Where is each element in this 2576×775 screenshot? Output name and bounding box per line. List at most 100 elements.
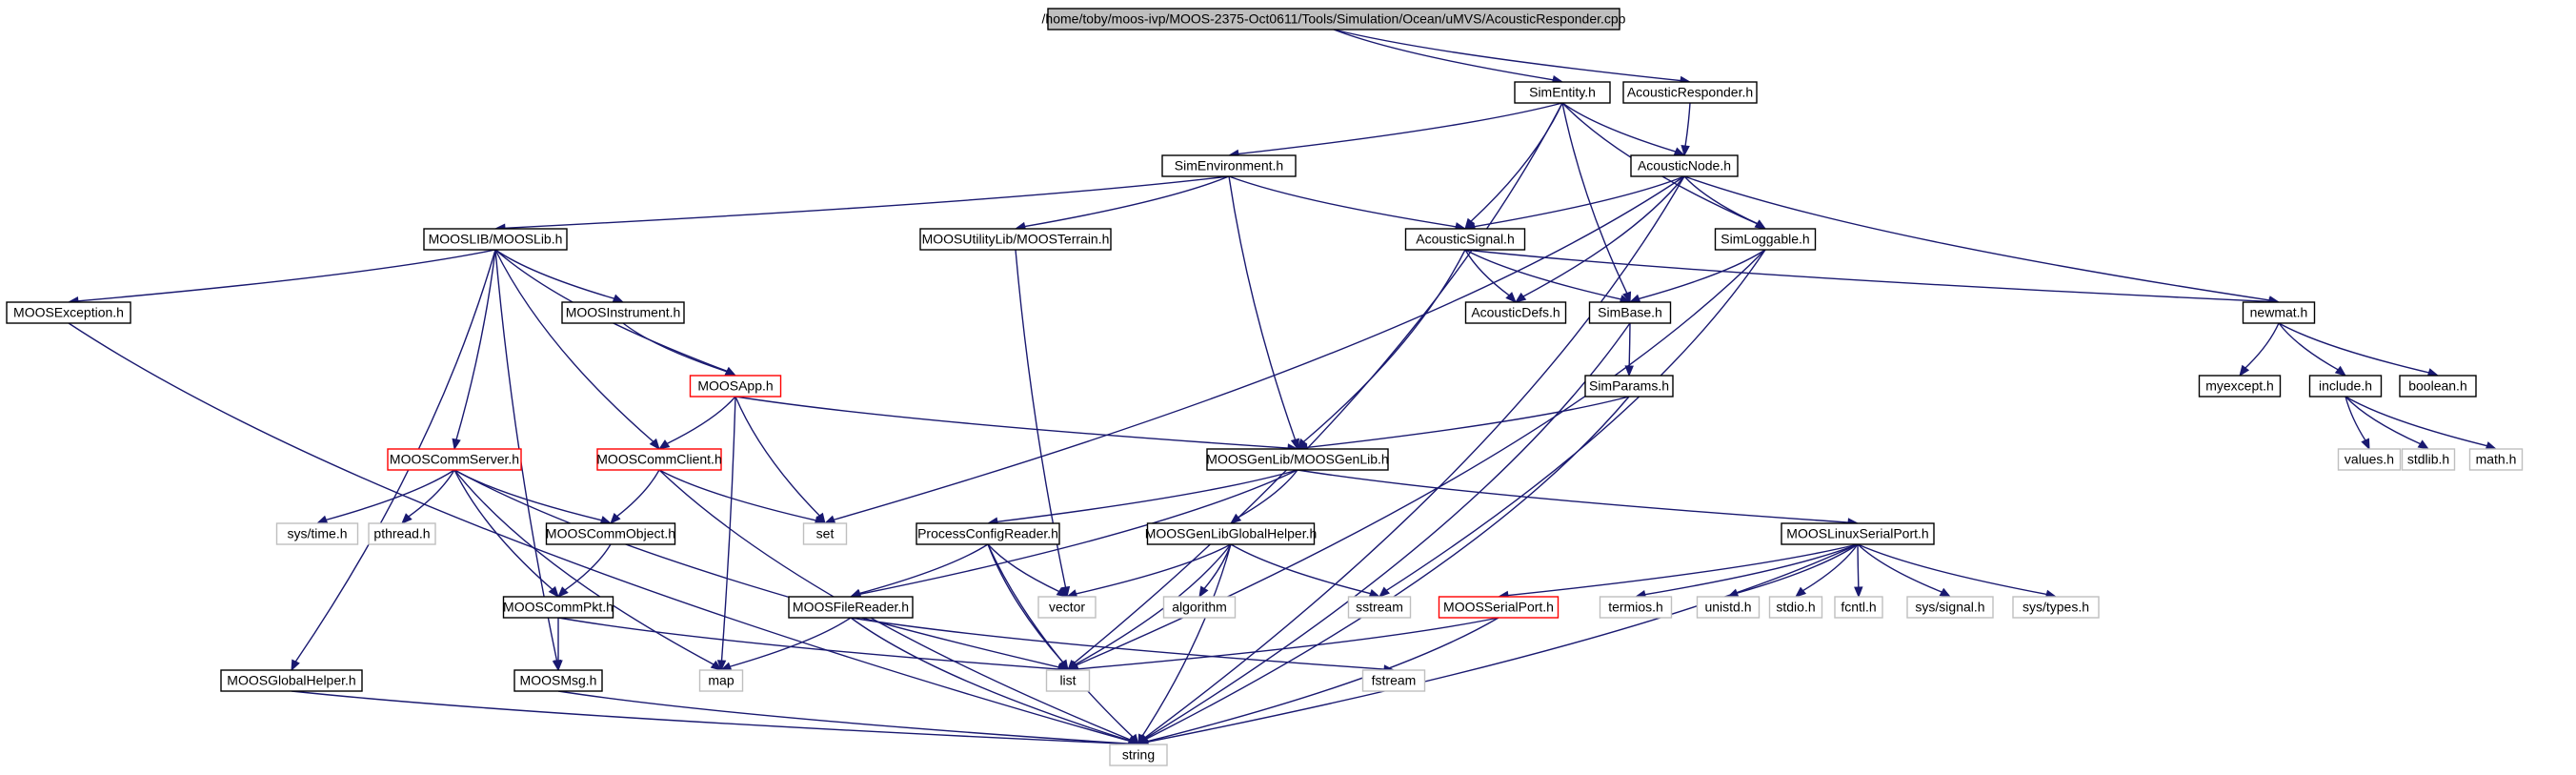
node-myexcept[interactable]: myexcept.h	[2198, 375, 2282, 398]
arrowhead	[1794, 586, 1807, 598]
edge-MOOSFileReader-to-map	[719, 617, 852, 671]
edge-newmat-to-boolean	[2278, 322, 2440, 377]
node-box	[2242, 301, 2316, 324]
edge-MOOSLinuxSerialPort-to-systypes	[1857, 543, 2058, 599]
node-simloggable[interactable]: SimLoggable.h	[1714, 228, 1817, 251]
edge-SimBase-to-SimParams	[1624, 322, 1634, 377]
node-label: set	[816, 526, 835, 541]
arrowhead	[823, 515, 836, 524]
node-moosinstrument[interactable]: MOOSInstrument.h	[561, 301, 685, 324]
node-acousticsignal[interactable]: AcousticSignal.h	[1404, 228, 1526, 251]
node-mooslib[interactable]: MOOSLIB/MOOSLib.h	[423, 228, 568, 251]
node-newmat[interactable]: newmat.h	[2242, 301, 2316, 324]
node-box	[1781, 522, 1935, 545]
arrowhead	[1680, 145, 1690, 157]
node-moosserialport[interactable]: MOOSSerialPort.h	[1438, 596, 1560, 619]
edge-line	[2345, 396, 2366, 441]
node-label: termios.h	[1608, 600, 1663, 615]
node-list: list	[1045, 669, 1091, 692]
node-box	[275, 522, 359, 545]
node-mooscommserver[interactable]: MOOSCommServer.h	[387, 448, 522, 471]
node-box	[368, 522, 436, 545]
node-box	[513, 669, 603, 692]
node-label: MOOSLIB/MOOSLib.h	[429, 232, 563, 247]
arrowhead	[548, 585, 559, 599]
node-moosglobalhelper[interactable]: MOOSGlobalHelper.h	[220, 669, 363, 692]
node-simenvironment[interactable]: SimEnvironment.h	[1161, 154, 1297, 177]
edge-line	[1306, 396, 1630, 449]
edge-line	[1684, 102, 1691, 147]
node-box	[1404, 228, 1526, 251]
node-acousticdefs[interactable]: AcousticDefs.h	[1464, 301, 1567, 324]
edge-line	[453, 469, 714, 665]
edge-MOOSApp-to-set	[735, 396, 826, 525]
node-acousticnode[interactable]: AcousticNode.h	[1630, 154, 1739, 177]
arrowhead	[710, 660, 723, 671]
node-box	[2337, 448, 2402, 471]
node-label: boolean.h	[2408, 378, 2467, 394]
node-mooslinuxserialport[interactable]: MOOSLinuxSerialPort.h	[1781, 522, 1935, 545]
node-label: vector	[1049, 600, 1085, 615]
edge-AcousticNode-to-AcousticDefs	[1514, 175, 1685, 303]
edge-line	[1141, 543, 1232, 737]
node-moosmsg[interactable]: MOOSMsg.h	[513, 669, 603, 692]
edge-line	[1077, 617, 1499, 670]
arrowhead	[2361, 438, 2370, 451]
edge-line	[1333, 29, 1681, 82]
edge-line	[1683, 175, 2270, 301]
edge-include-to-values	[2345, 396, 2370, 451]
edge-SimEnvironment-to-MOOSTerrain	[1014, 175, 1230, 232]
arrowhead	[315, 515, 329, 524]
node-include[interactable]: include.h	[2308, 375, 2383, 398]
node-label: /home/toby/moos-ivp/MOOS-2375-Oct0611/To…	[1042, 11, 1626, 27]
edge-line	[1857, 543, 2047, 596]
node-root[interactable]: /home/toby/moos-ivp/MOOS-2375-Oct0611/To…	[1042, 8, 1626, 31]
edge-MOOSGenLibGlobalHelper-to-sstream	[1230, 543, 1381, 598]
node-fcntl: fcntl.h	[1834, 596, 1883, 619]
edge-line	[850, 617, 1131, 742]
edge-line	[616, 469, 660, 518]
arrowhead	[1229, 513, 1242, 524]
node-label: SimEnvironment.h	[1175, 158, 1283, 173]
node-processconfigreader[interactable]: ProcessConfigReader.h	[916, 522, 1060, 545]
node-label: MOOSInstrument.h	[566, 305, 681, 320]
node-moosgenlib[interactable]: MOOSGenLib/MOOSGenLib.h	[1206, 448, 1389, 471]
node-box	[2468, 448, 2524, 471]
node-moosfilereader[interactable]: MOOSFileReader.h	[788, 596, 914, 619]
node-box	[1696, 596, 1761, 619]
node-box	[1588, 301, 1672, 324]
node-unistd: unistd.h	[1696, 596, 1761, 619]
node-label: SimParams.h	[1589, 378, 1669, 394]
edge-SimEntity-to-SimBase	[1561, 102, 1632, 304]
edge-line	[1147, 543, 1859, 744]
node-simentity[interactable]: SimEntity.h	[1514, 81, 1611, 104]
edge-line	[2244, 322, 2280, 369]
node-moosterrain[interactable]: MOOSUtilityLib/MOOSTerrain.h	[919, 228, 1112, 251]
arrowhead	[2417, 439, 2430, 450]
edge-line	[494, 249, 614, 299]
node-label: MOOSGenLib/MOOSGenLib.h	[1206, 452, 1388, 467]
node-map: map	[698, 669, 744, 692]
node-moosapp[interactable]: MOOSApp.h	[689, 375, 782, 398]
node-mooscommclient[interactable]: MOOSCommClient.h	[596, 448, 722, 471]
edge-SimLoggable-to-sstream	[1378, 249, 1766, 598]
node-simbase[interactable]: SimBase.h	[1588, 301, 1672, 324]
arrowhead	[2334, 365, 2347, 377]
node-acousticresponder[interactable]: AcousticResponder.h	[1622, 81, 1758, 104]
node-box	[802, 522, 848, 545]
node-mooscommobject[interactable]: MOOSCommObject.h	[545, 522, 676, 545]
node-box	[6, 301, 131, 324]
node-algorithm: algorithm	[1162, 596, 1237, 619]
node-box	[919, 228, 1112, 251]
node-moosexception[interactable]: MOOSException.h	[6, 301, 131, 324]
edge-MOOSCommServer-to-pthread	[401, 469, 455, 524]
edge-line	[1297, 469, 1849, 523]
node-label: MOOSCommServer.h	[390, 452, 519, 467]
node-simparams[interactable]: SimParams.h	[1584, 375, 1674, 398]
node-moosgenlibglobalhelper[interactable]: MOOSGenLibGlobalHelper.h	[1145, 522, 1318, 545]
node-label: values.h	[2345, 452, 2394, 467]
node-boolean[interactable]: boolean.h	[2399, 375, 2477, 398]
edge-line	[987, 543, 1134, 738]
node-mooscommpkt[interactable]: MOOSCommPkt.h	[502, 596, 614, 619]
node-box	[1047, 8, 1620, 31]
